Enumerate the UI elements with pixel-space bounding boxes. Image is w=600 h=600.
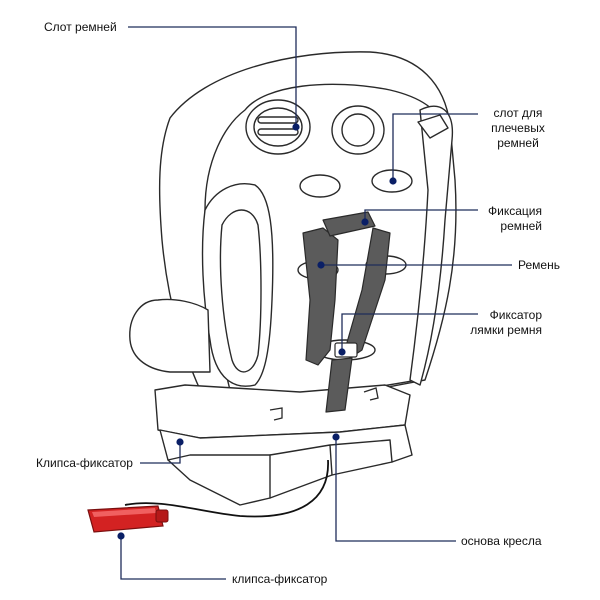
dot-clip-bottom <box>117 532 125 540</box>
seat-base-front-face <box>269 439 393 499</box>
leader-belt-slot <box>128 26 297 127</box>
seat-base-body <box>159 424 413 506</box>
dot-belt-fixation <box>361 218 369 226</box>
belt-slot-bar-1 <box>257 116 299 124</box>
belt-guide-hook-left <box>269 407 283 421</box>
car-seat-illustration <box>129 51 457 506</box>
red-clip-end <box>155 509 169 523</box>
label-strap-lock: Фиксатор лямки ремня <box>460 308 542 338</box>
strap-crotch <box>325 357 353 413</box>
leader-seat-base <box>335 437 456 542</box>
dot-clip-left <box>176 438 184 446</box>
dot-belt <box>317 261 325 269</box>
leader-clip-bottom <box>120 536 226 580</box>
label-shoulder-slot: слот для плечевых ремней <box>482 106 554 151</box>
label-belt-fixation-line1: Фиксация <box>488 204 542 218</box>
belt-slot-bar-2 <box>257 128 299 136</box>
red-clip-highlight <box>92 508 156 517</box>
label-strap-lock-line2: лямки ремня <box>470 323 542 337</box>
seat-base-side <box>167 454 271 461</box>
leader-belt-fixation <box>364 209 478 222</box>
dot-belt-slot <box>292 123 300 131</box>
label-clip-lock-bottom: клипса-фиксатор <box>232 572 328 586</box>
harness-straps <box>302 211 391 413</box>
seat-left-armrest <box>129 298 211 373</box>
dot-seat-base <box>332 433 340 441</box>
dot-shoulder-slot <box>389 177 397 185</box>
belt-slot-round-center-inner <box>341 113 375 147</box>
strap-chest-clip <box>322 211 376 237</box>
label-belt-fixation: Фиксация ремней <box>470 204 542 234</box>
label-strap-lock-line1: Фиксатор <box>489 308 542 322</box>
shoulder-pad-left <box>299 174 341 198</box>
label-seat-base: основа кресла <box>461 534 542 548</box>
buckle-box <box>334 342 358 358</box>
red-clip-lock <box>87 505 169 533</box>
label-belt-fixation-line2: ремней <box>500 219 542 233</box>
seat-right-wing <box>409 105 454 386</box>
label-shoulder-slot-line2: плечевых <box>491 121 545 135</box>
seat-left-bolster-inner <box>219 209 262 373</box>
clip-cable <box>124 459 329 518</box>
label-clip-lock-left: Клипса-фиксатор <box>36 456 133 470</box>
leader-lines <box>120 26 512 580</box>
leader-dots <box>117 123 397 540</box>
leader-shoulder-slot <box>392 113 478 181</box>
dot-strap-lock <box>338 348 346 356</box>
belt-slot-right-tab <box>417 114 449 139</box>
label-belt: Ремень <box>518 258 560 272</box>
leader-strap-lock <box>341 313 478 352</box>
belt-guide-hook-right <box>363 387 379 401</box>
label-shoulder-slot-line3: ремней <box>497 136 539 150</box>
label-belt-slot: Слот ремней <box>44 20 117 34</box>
leader-clip-left <box>140 442 181 464</box>
label-shoulder-slot-line1: слот для <box>493 106 543 120</box>
